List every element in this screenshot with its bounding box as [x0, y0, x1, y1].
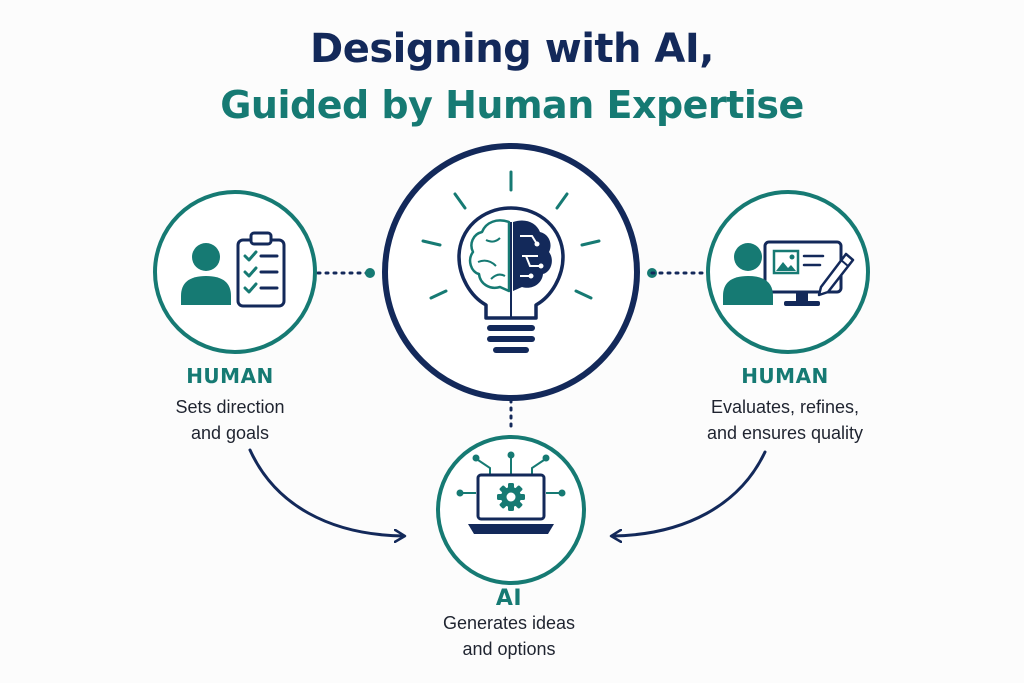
lightbulb-brain-icon [457, 206, 565, 353]
arrow-right-to-ai [612, 450, 767, 536]
right-node-description: Evaluates, refines, and ensures quality [675, 394, 895, 446]
left-node-description-line-1: Sets direction [175, 397, 285, 417]
clipboard-checklist-icon [236, 231, 286, 308]
title-line-1: Designing with AI, [310, 26, 714, 72]
person-icon [723, 243, 773, 305]
node-human-left [153, 190, 317, 354]
ai-node-description-line-2: and options [462, 639, 556, 659]
connector-right [647, 268, 708, 278]
ai-node-label: AI [495, 586, 523, 611]
arrow-left-to-ai [248, 448, 404, 536]
ai-node-description-line-1: Generates ideas [442, 613, 576, 633]
left-node-label: HUMAN [186, 364, 274, 388]
right-node-description-line-2: and ensures quality [706, 423, 864, 443]
ai-node-description: Generates ideas and options [414, 610, 604, 662]
right-node-label: HUMAN [741, 364, 829, 388]
laptop-gear-circuit-icon [456, 451, 566, 534]
node-ai [436, 435, 586, 585]
title-line-2: Guided by Human Expertise [220, 83, 804, 127]
node-human-right [706, 190, 870, 354]
person-icon [181, 243, 231, 305]
light-rays-icon [421, 170, 601, 300]
node-center-idea [382, 143, 640, 401]
monitor-edit-icon [763, 240, 855, 306]
connector-left [316, 268, 375, 278]
left-node-description-line-2: and goals [190, 423, 270, 443]
left-node-description: Sets direction and goals [140, 394, 320, 446]
right-node-description-line-1: Evaluates, refines, [710, 397, 860, 417]
